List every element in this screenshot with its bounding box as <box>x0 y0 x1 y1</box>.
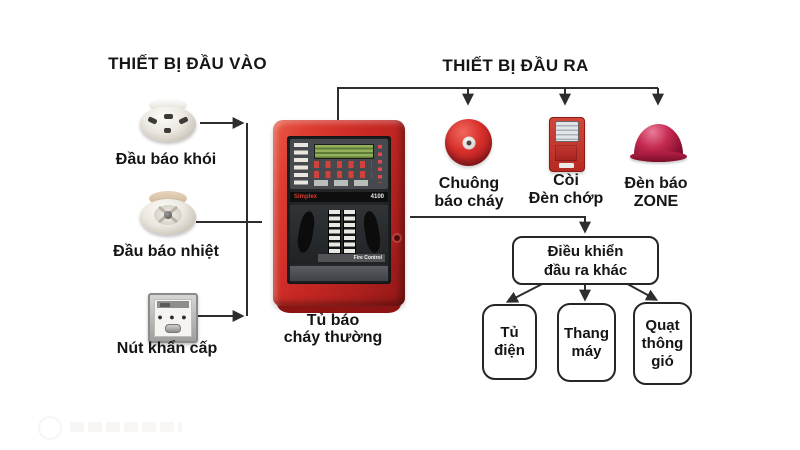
label-line: Chuông <box>438 175 500 192</box>
panel-label-line: cháy thường <box>283 329 383 346</box>
emergency-button-header <box>157 301 189 308</box>
output-box-line: máy <box>571 342 602 360</box>
panel-brand-text: Simplex <box>294 194 318 200</box>
zone-lamp-base <box>630 151 687 162</box>
smoke-detector-label: Đầu báo khói <box>115 151 217 168</box>
output-box-line: Quạt <box>645 316 680 334</box>
panel-zone-labels <box>294 143 308 185</box>
panel-annunciator-board <box>290 139 388 189</box>
horn-label-tag <box>559 163 574 168</box>
emergency-button-face: ● ● ● <box>154 299 192 337</box>
panel-bottom-strip <box>290 266 388 281</box>
panel-brand-strip: Simplex 4100 <box>290 192 388 202</box>
watermark-text-blur <box>70 422 182 432</box>
watermark <box>38 416 188 440</box>
emergency-button-label: Nút khẩn cấp <box>116 340 218 357</box>
panel-button-row <box>314 161 372 168</box>
control-box-line: đầu ra khác <box>543 261 628 279</box>
fire-bell-label: Chuông báo cháy <box>409 175 529 211</box>
smoke-detector-body <box>140 106 196 142</box>
output-box-elevator: Thang máy <box>557 303 616 382</box>
output-box-line: Tủ <box>500 324 519 341</box>
fire-bell-icon <box>445 119 492 166</box>
fire-bell-hub <box>462 136 475 149</box>
panel-door: Simplex 4100 Fire Control <box>287 136 391 284</box>
zone-lamp-icon <box>630 124 687 162</box>
emergency-button-dots: ● ● ● <box>157 312 189 322</box>
heat-detector-icon <box>140 191 196 239</box>
emergency-button-icon: ● ● ● <box>148 293 198 343</box>
watermark-logo <box>38 416 62 440</box>
input-section-title: THIẾT BỊ ĐẦU VÀO <box>108 54 267 73</box>
control-box-line: Điều khiển <box>547 242 624 260</box>
panel-led-column <box>378 145 382 183</box>
output-box-line: Thang <box>564 324 609 342</box>
panel-button-row <box>314 171 372 178</box>
heat-detector-label: Đầu báo nhiệt <box>113 243 219 260</box>
label-line: ZONE <box>633 193 679 210</box>
label-line: Đèn chớp <box>528 190 604 207</box>
panel-label: Tủ báo cháy thường <box>263 312 403 346</box>
horn-strobe-lens <box>555 121 579 142</box>
other-output-control-box: Điều khiển đầu ra khác <box>512 236 659 285</box>
panel-model-text: 4100 <box>370 194 384 200</box>
output-box-electrical-cabinet: Tủ điện <box>482 304 537 380</box>
panel-switch-column <box>328 210 341 254</box>
panel-cabinet: Fire Control <box>290 205 388 264</box>
output-box-line: gió <box>651 352 674 370</box>
output-section-title: THIẾT BỊ ĐẦU RA <box>442 56 589 75</box>
output-box-line: điện <box>494 342 525 359</box>
panel-switch-column <box>343 210 356 254</box>
panel-lcd-display <box>314 144 374 159</box>
fire-alarm-control-panel-icon: Simplex 4100 Fire Control <box>273 120 405 313</box>
output-box-line: thông <box>641 334 684 352</box>
label-line: Đèn báo <box>624 175 688 192</box>
panel-door-label: Fire Control <box>318 254 385 262</box>
detector-vent <box>164 114 173 119</box>
detector-vent <box>164 128 171 133</box>
panel-handset <box>295 210 317 254</box>
horn-grille <box>555 145 577 161</box>
label-line: báo cháy <box>434 193 504 210</box>
horn-strobe-icon <box>549 117 585 172</box>
output-box-ventilation-fan: Quạt thông gió <box>633 302 692 385</box>
horn-strobe-label: Còi Đèn chớp <box>506 172 626 208</box>
emergency-button-push <box>165 324 181 333</box>
smoke-detector-icon <box>140 98 196 144</box>
panel-label-line: Tủ báo <box>306 312 360 329</box>
emergency-button-logo <box>160 303 170 307</box>
panel-keyhole <box>394 235 400 241</box>
label-line: Còi <box>553 172 579 189</box>
heat-detector-probe <box>164 211 172 219</box>
panel-mini-labels <box>314 180 372 186</box>
zone-lamp-label: Đèn báo ZONE <box>596 175 716 211</box>
panel-handset <box>361 210 383 254</box>
